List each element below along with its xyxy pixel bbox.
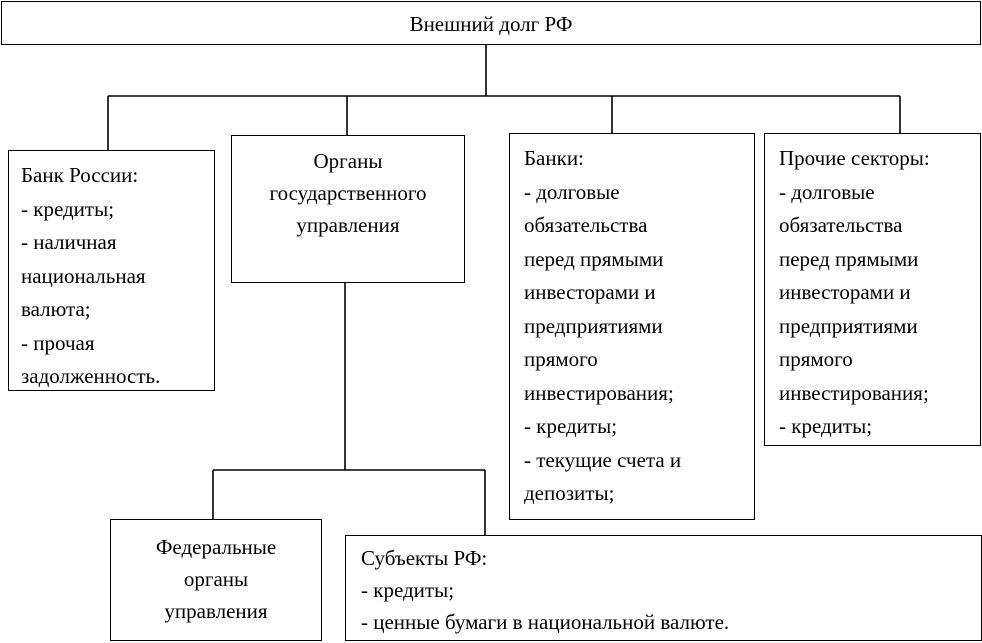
node-text-line: Органы <box>313 149 383 173</box>
node-bank-of-russia: Банк России: - кредиты; - наличная национал… <box>8 150 215 391</box>
node-text-line: - наличная <box>21 230 117 254</box>
node-other-sectors: Прочие секторы: - долговые обязательства пе… <box>764 133 981 446</box>
node-text-line: Прочие секторы: <box>779 146 930 170</box>
node-text-line: инвесторами и <box>524 280 656 304</box>
node-text-line: Банк России: <box>21 163 139 187</box>
node-subjects-rf: Субъекты РФ: - кредиты; - ценные бумаги в … <box>345 535 982 641</box>
node-text-line: - ценные бумаги в национальной валюте. <box>361 610 730 634</box>
node-text-line: обязательства <box>779 213 903 237</box>
node-text-line: - текущие счета и <box>524 447 682 472</box>
node-text-line: государственного <box>269 181 427 205</box>
node-text-line: перед прямыми <box>524 246 664 271</box>
node-text-line: инвесторами и <box>779 280 911 304</box>
node-text-line: - прочая <box>21 330 95 355</box>
node-text-line: предприятиями <box>779 313 918 338</box>
node-text-line: - кредиты; <box>779 414 873 438</box>
node-text-line: - долговые <box>524 179 620 204</box>
node-text-line: управления <box>164 599 268 623</box>
node-text-line: прямого <box>524 347 598 371</box>
node-text-line: управления <box>296 213 400 237</box>
root-node-label: Внешний долг РФ <box>409 12 573 36</box>
node-text-line: Банки: <box>524 146 584 170</box>
node-text-line: Федеральные <box>155 535 277 559</box>
node-text-line: предприятиями <box>524 313 663 338</box>
node-text-line: Субъекты РФ: <box>361 546 488 570</box>
node-text-line: инвестирования; <box>524 380 674 405</box>
node-text-line: задолженность. <box>21 364 161 388</box>
node-text-line: прямого <box>779 347 853 371</box>
node-text-line: - кредиты; <box>361 578 455 602</box>
node-text-line: обязательства <box>524 213 648 237</box>
node-text-line: валюта; <box>21 297 91 321</box>
root-node-external-debt: Внешний долг РФ <box>1 1 981 45</box>
node-text-line: депозиты; <box>524 481 615 505</box>
node-text-line: органы <box>183 567 249 591</box>
node-text-line: - кредиты; <box>21 196 115 221</box>
node-federal-bodies: Федеральные органы управления <box>110 519 322 641</box>
node-text-line: - кредиты; <box>524 414 618 438</box>
node-banks: Банки: - долговые обязательства перед прямы… <box>509 133 755 520</box>
node-text-line: - долговые <box>779 179 875 204</box>
node-text-line: перед прямыми <box>779 246 919 271</box>
node-text-line: национальная <box>21 263 146 288</box>
node-text-line: инвестирования; <box>779 380 929 405</box>
node-government-bodies: Органы государственного управления <box>231 135 465 283</box>
